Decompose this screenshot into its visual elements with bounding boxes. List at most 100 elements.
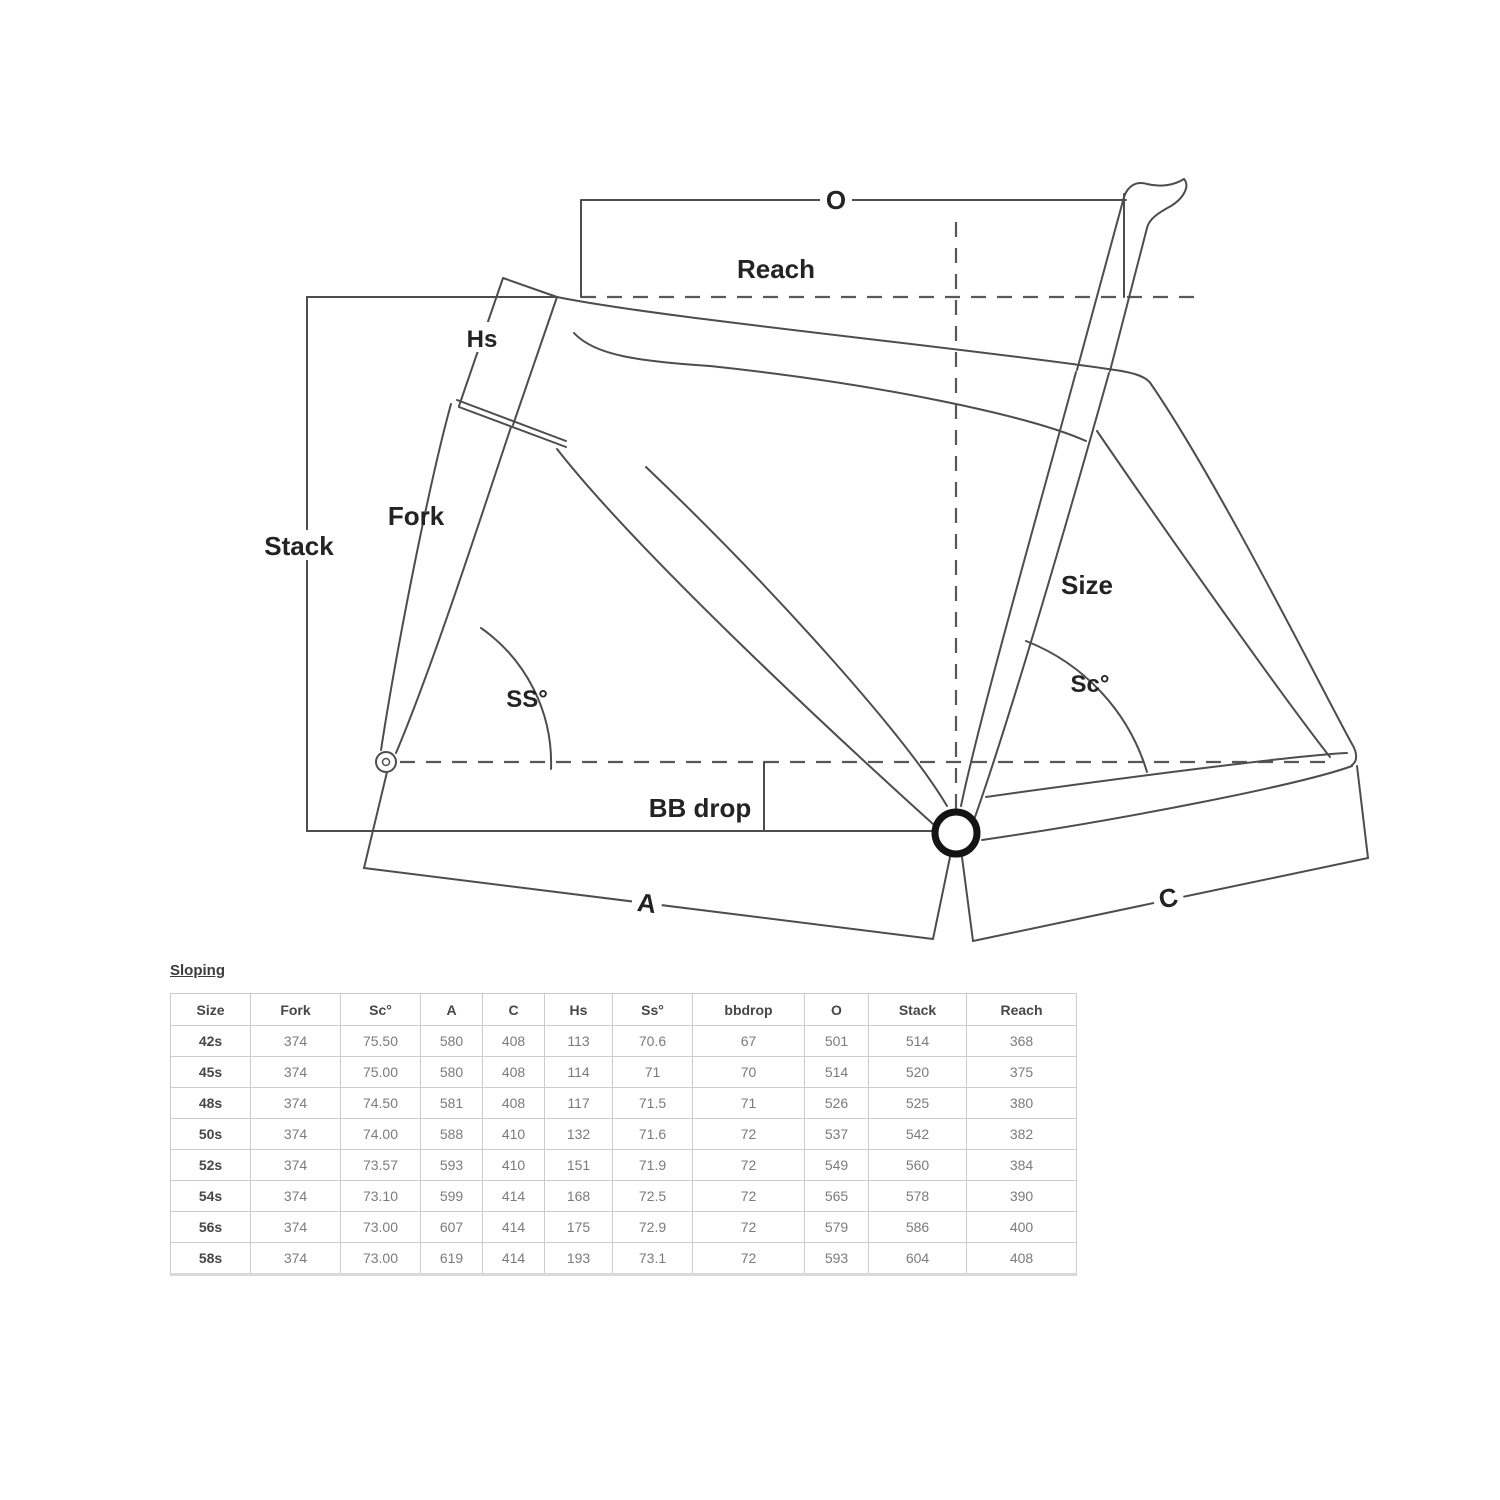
- value-cell: 410: [482, 1149, 545, 1181]
- value-cell: 580: [420, 1025, 483, 1057]
- value-cell: 565: [804, 1180, 869, 1212]
- value-cell: 414: [482, 1211, 545, 1243]
- value-cell: 408: [966, 1242, 1077, 1275]
- value-cell: 549: [804, 1149, 869, 1181]
- value-cell: 71.5: [612, 1087, 693, 1119]
- value-cell: 374: [250, 1118, 341, 1150]
- value-cell: 581: [420, 1087, 483, 1119]
- c-label-bg: [1149, 876, 1187, 916]
- value-cell: 526: [804, 1087, 869, 1119]
- value-cell: 175: [544, 1211, 613, 1243]
- value-cell: 73.10: [340, 1180, 421, 1212]
- value-cell: 374: [250, 1149, 341, 1181]
- column-header-bbdrop: bbdrop: [692, 993, 805, 1026]
- value-cell: 72: [692, 1118, 805, 1150]
- value-cell: 408: [482, 1056, 545, 1088]
- front-dropout: [375, 751, 397, 773]
- stack-label: Stack: [264, 531, 334, 561]
- value-cell: 607: [420, 1211, 483, 1243]
- column-header-a: A: [420, 993, 483, 1026]
- value-cell: 151: [544, 1149, 613, 1181]
- value-cell: 579: [804, 1211, 869, 1243]
- value-cell: 72: [692, 1149, 805, 1181]
- value-cell: 374: [250, 1025, 341, 1057]
- value-cell: 542: [868, 1118, 967, 1150]
- value-cell: 74.50: [340, 1087, 421, 1119]
- seat-tube-rear: [974, 372, 1110, 818]
- value-cell: 71.6: [612, 1118, 693, 1150]
- value-cell: 70: [692, 1056, 805, 1088]
- seatpost-front: [1076, 196, 1125, 371]
- column-header-c: C: [482, 993, 545, 1026]
- bottom-bracket-circle: [931, 808, 981, 858]
- down-tube-lower: [556, 448, 934, 825]
- value-cell: 374: [250, 1180, 341, 1212]
- value-cell: 560: [868, 1149, 967, 1181]
- value-cell: 408: [482, 1087, 545, 1119]
- stack-label-bg: [262, 530, 336, 560]
- size-label: Size: [1061, 570, 1113, 600]
- value-cell: 114: [544, 1056, 613, 1088]
- value-cell: 75.50: [340, 1025, 421, 1057]
- size-cell: 56s: [170, 1211, 251, 1243]
- hs-label: Hs: [467, 326, 498, 353]
- chainstay-upper: [985, 752, 1348, 798]
- value-cell: 501: [804, 1025, 869, 1057]
- top-tube-lower: [573, 332, 1087, 442]
- hs-label-bg: [460, 322, 504, 352]
- value-cell: 117: [544, 1087, 613, 1119]
- a-label-bg: [630, 882, 665, 920]
- value-cell: 113: [544, 1025, 613, 1057]
- seatpost-clamp: [1123, 177, 1188, 229]
- chainstay-lower: [981, 765, 1353, 841]
- headset-crown-line: [456, 399, 567, 448]
- sc-angle-label: Sc°: [1071, 671, 1110, 698]
- ss-angle-label: SS°: [506, 686, 548, 713]
- seat-stay-outer: [1150, 383, 1358, 766]
- size-cell: 52s: [170, 1149, 251, 1181]
- size-cell: 50s: [170, 1118, 251, 1150]
- value-cell: 414: [482, 1180, 545, 1212]
- o-label: O: [826, 185, 846, 215]
- value-cell: 368: [966, 1025, 1077, 1057]
- value-cell: 71: [692, 1087, 805, 1119]
- column-header-hs: Hs: [544, 993, 613, 1026]
- value-cell: 72: [692, 1242, 805, 1275]
- size-cell: 42s: [170, 1025, 251, 1057]
- value-cell: 374: [250, 1056, 341, 1088]
- frame-outline: [380, 177, 1358, 841]
- value-cell: 408: [482, 1025, 545, 1057]
- frame-geometry-diagram: O Reach Hs Fork Stack Size SS° Sc° BB dr…: [262, 177, 1369, 942]
- ss-angle-arc: [480, 627, 553, 770]
- fork-label: Fork: [388, 501, 445, 531]
- value-cell: 73.00: [340, 1242, 421, 1275]
- size-cell: 58s: [170, 1242, 251, 1275]
- value-cell: 514: [804, 1056, 869, 1088]
- top-tube-upper: [556, 296, 1109, 370]
- value-cell: 73.57: [340, 1149, 421, 1181]
- value-cell: 580: [420, 1056, 483, 1088]
- value-cell: 375: [966, 1056, 1077, 1088]
- value-cell: 72: [692, 1211, 805, 1243]
- value-cell: 382: [966, 1118, 1077, 1150]
- value-cell: 599: [420, 1180, 483, 1212]
- column-header-fork: Fork: [250, 993, 341, 1026]
- dimension-lines: [306, 193, 1369, 942]
- value-cell: 73.1: [612, 1242, 693, 1275]
- column-header-stack: Stack: [868, 993, 967, 1026]
- value-cell: 414: [482, 1242, 545, 1275]
- value-cell: 410: [482, 1118, 545, 1150]
- column-header-o: O: [804, 993, 869, 1026]
- value-cell: 72.9: [612, 1211, 693, 1243]
- o-label-bg: [820, 180, 852, 214]
- size-cell: 45s: [170, 1056, 251, 1088]
